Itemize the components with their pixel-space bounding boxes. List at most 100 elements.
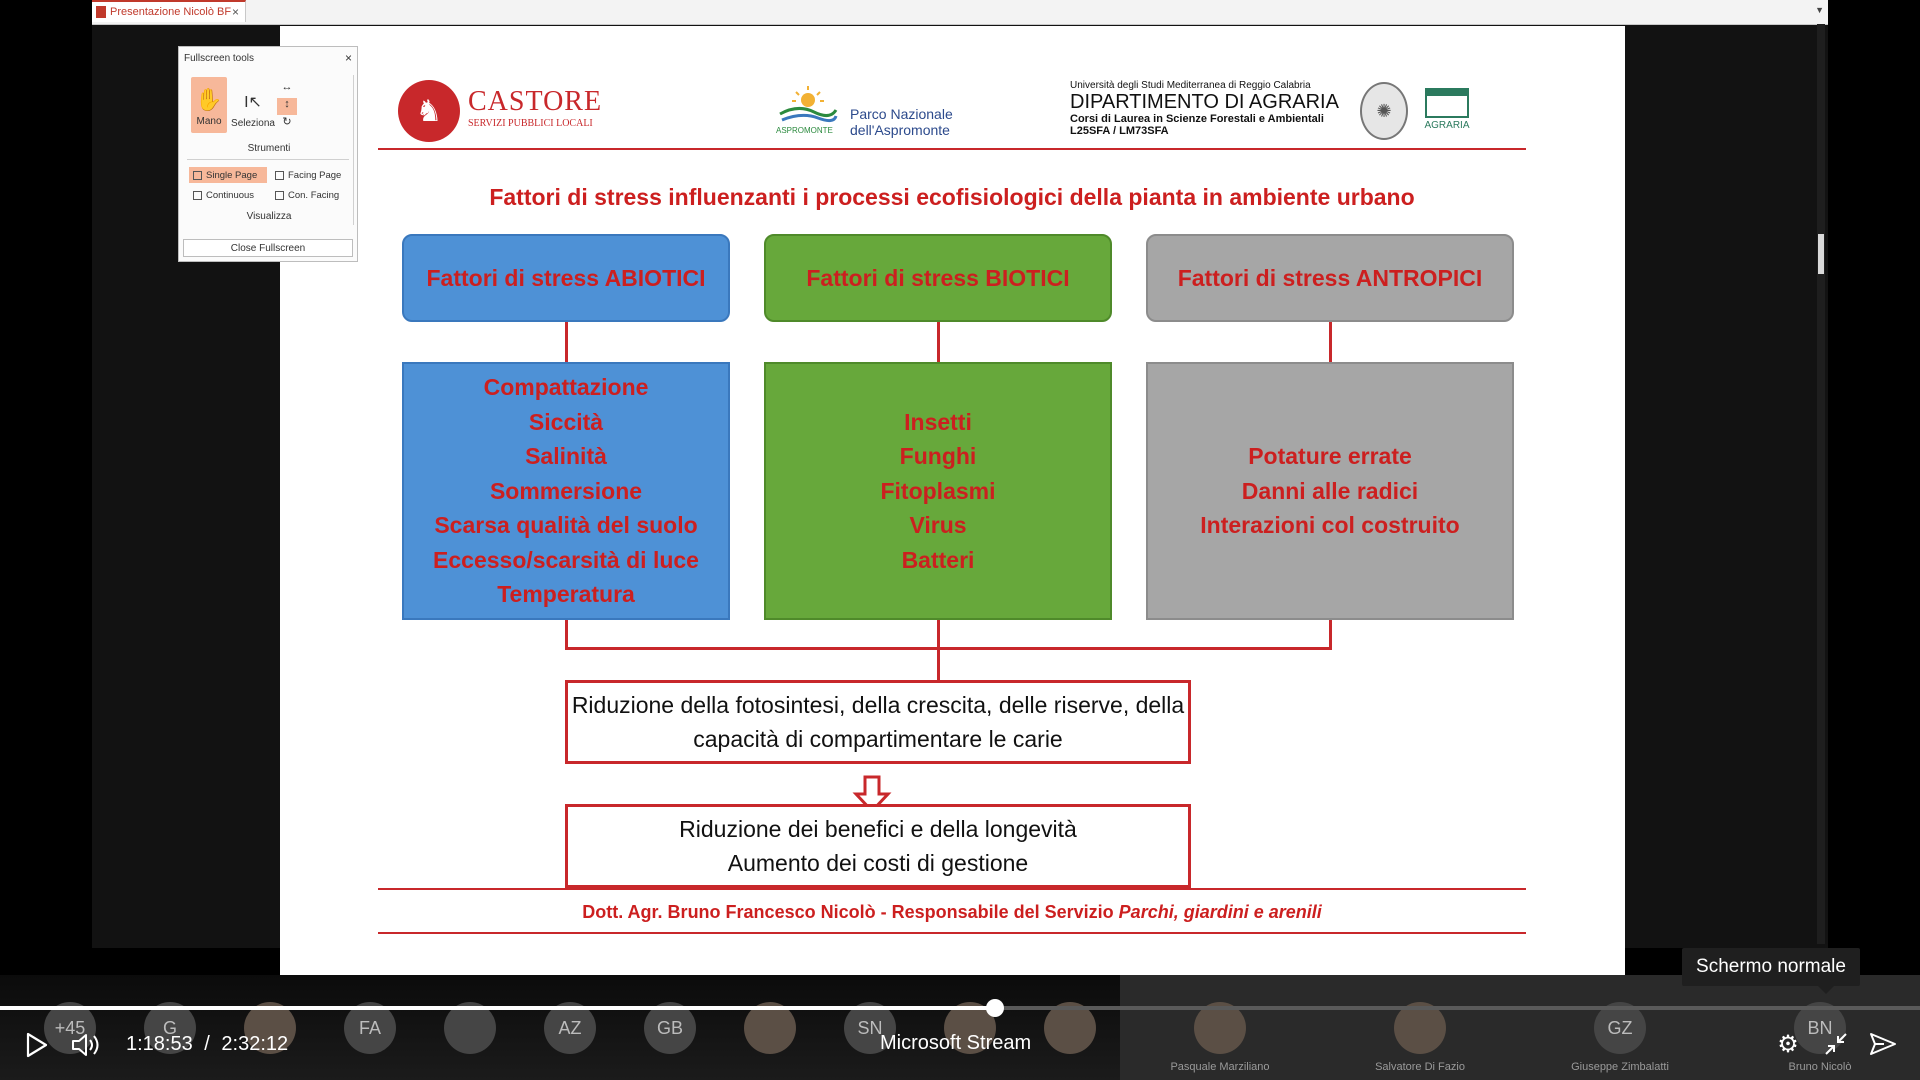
share-icon[interactable]: [1868, 1030, 1898, 1058]
fullscreen-tools-panel: Fullscreen tools × ✋ Mano I↖ Seleziona ↔…: [178, 46, 358, 262]
header-antropici: Fattori di stress ANTROPICI: [1146, 234, 1514, 322]
castore-name: CASTORE: [468, 86, 603, 117]
department-courses: Corsi di Laurea in Scienze Forestali e A…: [1070, 113, 1324, 125]
list-item: Interazioni col costruito: [1200, 512, 1460, 539]
continuous-option[interactable]: Continuous: [189, 187, 267, 203]
view-section-label: Visualizza: [246, 211, 292, 222]
fit-page-icon[interactable]: ↕: [277, 98, 297, 115]
facing-page-label: Facing Page: [288, 169, 342, 181]
list-item: Temperatura: [497, 581, 635, 608]
parco-small-label: ASPROMONTE: [776, 126, 833, 135]
document-tab[interactable]: Presentazione Nicolò BF ×: [92, 0, 246, 22]
agraria-logo-label: AGRARIA: [1424, 120, 1470, 131]
gear-icon[interactable]: ⚙: [1777, 1030, 1799, 1058]
list-item: Funghi: [899, 443, 977, 470]
close-fullscreen-button[interactable]: Close Fullscreen: [183, 239, 353, 257]
header-biotici: Fattori di stress BIOTICI: [764, 234, 1112, 322]
duration: 2:32:12: [221, 1033, 289, 1055]
connector-down-antropici: [1329, 620, 1332, 650]
hand-tool-button[interactable]: ✋ Mano: [191, 77, 227, 133]
participant-avatar[interactable]: GB: [644, 1002, 696, 1054]
footer-service: Parchi, giardini e arenili: [1118, 902, 1322, 922]
brand-name: Microsoft Stream: [880, 1032, 1032, 1054]
single-page-option[interactable]: Single Page: [189, 167, 267, 183]
presentation-slide: ♞ CASTORE SERVIZI PUBBLICI LOCALI ASPROM…: [280, 26, 1625, 976]
select-tool-button[interactable]: I↖ Seleziona: [231, 77, 275, 137]
list-item: Siccità: [528, 408, 604, 435]
header-divider: [378, 148, 1526, 150]
participant-avatar[interactable]: [244, 1002, 296, 1054]
participant-name: Bruno Nicolò: [1788, 1061, 1852, 1073]
agraria-logo: AGRARIA: [1418, 88, 1476, 142]
facing-page-icon: [275, 170, 284, 180]
participant-avatar[interactable]: G: [144, 1002, 196, 1054]
single-page-label: Single Page: [206, 169, 258, 181]
connector-down-biotici: [937, 620, 940, 700]
participant-avatar[interactable]: AZ: [544, 1002, 596, 1054]
list-item: Salinità: [525, 443, 607, 470]
list-item: Virus: [909, 512, 967, 539]
list-biotici: Insetti Funghi Fitoplasmi Virus Batteri: [764, 362, 1112, 620]
university-seal-icon: ✺: [1360, 82, 1408, 140]
parco-name: Parco Nazionale dell'Aspromonte: [850, 106, 953, 138]
tools-section-label: Strumenti: [247, 143, 291, 154]
facing-page-option[interactable]: Facing Page: [271, 167, 351, 183]
participant-strip: [1120, 975, 1920, 1080]
participant-avatar[interactable]: BN: [1794, 1002, 1846, 1054]
building-icon: [1425, 88, 1469, 118]
pdf-file-icon: [96, 6, 106, 18]
list-abiotici: Compattazione Siccità Salinità Sommersio…: [402, 362, 730, 620]
list-item: Potature errate: [1248, 443, 1412, 470]
tooltip: Schermo normale: [1682, 948, 1860, 994]
chevron-down-icon[interactable]: ▼: [1815, 5, 1824, 15]
list-antropici: Potature errate Danni alle radici Intera…: [1146, 362, 1514, 620]
list-item: Fitoplasmi: [880, 477, 996, 504]
cursor-icon: I↖: [244, 94, 262, 111]
result-line: capacità di compartimentare le carie: [693, 726, 1063, 752]
hand-icon: ✋: [195, 87, 223, 112]
list-item: Compattazione: [483, 374, 649, 401]
single-page-icon: [193, 170, 202, 180]
scrollbar-thumb[interactable]: [1818, 234, 1824, 274]
fit-width-icon[interactable]: ↔: [281, 81, 293, 93]
volume-icon[interactable]: [70, 1030, 102, 1060]
participant-avatar[interactable]: FA: [344, 1002, 396, 1054]
department-name: DIPARTIMENTO DI AGRARIA: [1070, 91, 1339, 113]
participant-avatar[interactable]: [744, 1002, 796, 1054]
connector-down-abiotici: [565, 620, 568, 650]
continuous-icon: [193, 190, 202, 200]
fullscreen-tools-title: Fullscreen tools: [184, 53, 255, 64]
connector-horizontal: [565, 647, 1332, 650]
hollow-arrow-down-icon: [852, 775, 892, 814]
rotate-icon[interactable]: ↻: [282, 116, 292, 128]
footer-author: Dott. Agr. Bruno Francesco Nicolò - Resp…: [582, 902, 1119, 922]
play-icon[interactable]: [22, 1030, 52, 1060]
participant-avatar[interactable]: GZ: [1594, 1002, 1646, 1054]
connector-biotici: [937, 322, 940, 362]
list-item: Eccesso/scarsità di luce: [433, 546, 699, 573]
list-item: Scarsa qualità del suolo: [434, 512, 698, 539]
progress-bar[interactable]: [0, 999, 1920, 1017]
header-abiotici: Fattori di stress ABIOTICI: [402, 234, 730, 322]
panel-divider: [353, 75, 354, 225]
con-facing-option[interactable]: Con. Facing: [271, 187, 351, 203]
participant-name: Giuseppe Zimbalatti: [1571, 1061, 1669, 1073]
exit-fullscreen-icon[interactable]: [1822, 1030, 1850, 1058]
parco-logo: ASPROMONTE Parco Nazionale dell'Aspromon…: [768, 84, 968, 144]
participant-overflow-count[interactable]: +45: [44, 1002, 96, 1054]
participant-avatar[interactable]: [444, 1002, 496, 1054]
progress-handle[interactable]: [985, 999, 1004, 1017]
participant-avatar[interactable]: [1044, 1002, 1096, 1054]
panel-divider: [187, 159, 349, 160]
close-icon[interactable]: ×: [344, 51, 352, 65]
participant-avatar[interactable]: [1194, 1002, 1246, 1054]
hand-tool-label: Mano: [196, 116, 222, 127]
connector-abiotici: [565, 322, 568, 362]
list-item: Insetti: [904, 408, 972, 435]
vertical-scrollbar[interactable]: [1817, 24, 1825, 944]
participant-avatar[interactable]: SN: [844, 1002, 896, 1054]
participant-avatar[interactable]: [1394, 1002, 1446, 1054]
participant-name: Pasquale Marziliano: [1170, 1061, 1270, 1073]
continuous-label: Continuous: [206, 189, 255, 201]
close-icon[interactable]: ×: [231, 5, 239, 19]
